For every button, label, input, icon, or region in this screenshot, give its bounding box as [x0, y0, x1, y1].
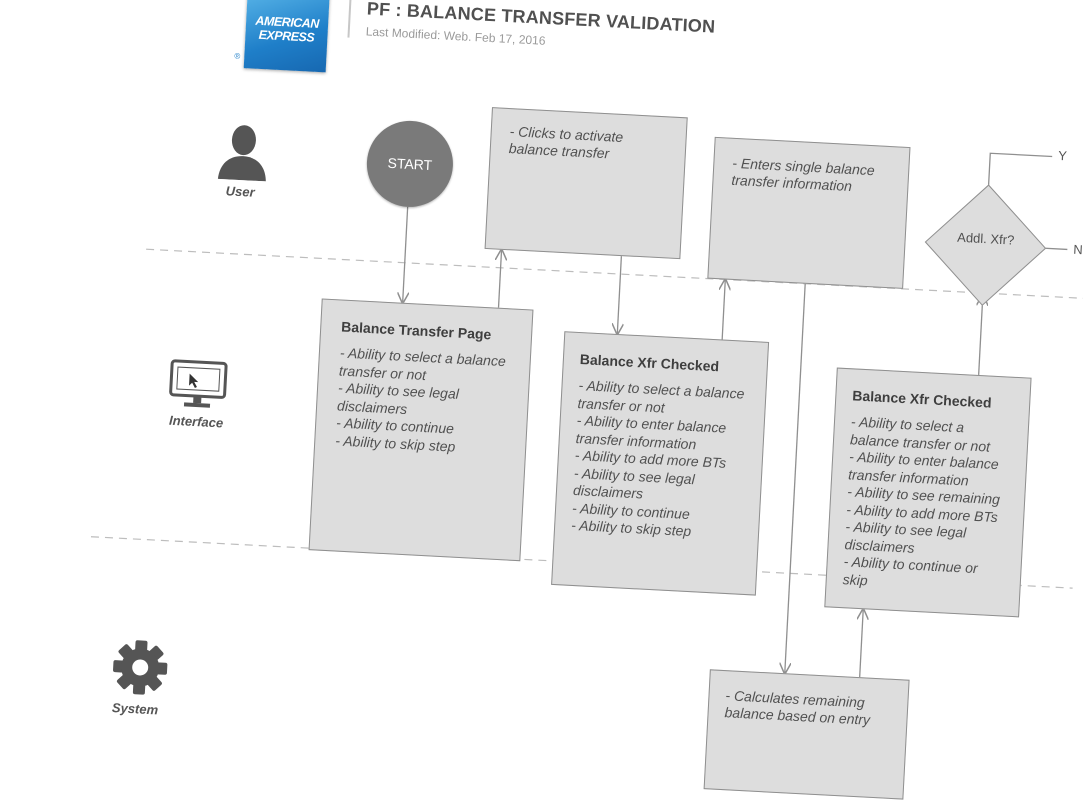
- system-note-text: - Calculates remaining balance based on …: [724, 687, 871, 728]
- user-note-text: - Enters single balance transfer informa…: [731, 154, 876, 195]
- box-heading: Balance Transfer Page: [340, 318, 492, 343]
- arrow-checked-to-enter: [722, 280, 725, 340]
- arrow-click-to-checked: [617, 256, 621, 334]
- lane-divider-1: [146, 248, 1083, 302]
- arrow-enter-to-calc: [785, 283, 806, 673]
- arrow-calc-to-checked2: [860, 609, 864, 678]
- interface-box-xfr-checked-2: Balance Xfr Checked - Ability to select …: [824, 367, 1032, 618]
- decision-no-label: N: [1072, 241, 1083, 258]
- system-note-calculate: - Calculates remaining balance based on …: [703, 669, 910, 800]
- user-note-activate: - Clicks to activate balance transfer: [484, 107, 688, 260]
- monitor-icon: [169, 359, 228, 408]
- interface-box-xfr-checked-1: Balance Xfr Checked - Ability to select …: [551, 331, 770, 596]
- user-icon: [217, 125, 266, 182]
- user-note-text: - Clicks to activate balance transfer: [508, 123, 624, 162]
- interface-box-transfer-page: Balance Transfer Page - Ability to selec…: [308, 298, 534, 562]
- arrow-page-to-click: [499, 250, 502, 308]
- gear-icon: [113, 640, 168, 695]
- arrow-start-to-page: [403, 206, 408, 303]
- box-heading: Balance Xfr Checked: [851, 387, 992, 411]
- flow-diagram: AMERICAN EXPRESS ® PF : BALANCE TRANSFER…: [90, 0, 1083, 800]
- arrow-checked2-to-decision: [979, 295, 983, 375]
- decision-yes-label: Y: [1057, 147, 1068, 164]
- box-heading: Balance Xfr Checked: [579, 351, 720, 375]
- decision-yes-line: [987, 152, 1053, 196]
- user-note-enter: - Enters single balance transfer informa…: [707, 136, 911, 289]
- box-item: - Ability to continue or skip: [842, 553, 979, 588]
